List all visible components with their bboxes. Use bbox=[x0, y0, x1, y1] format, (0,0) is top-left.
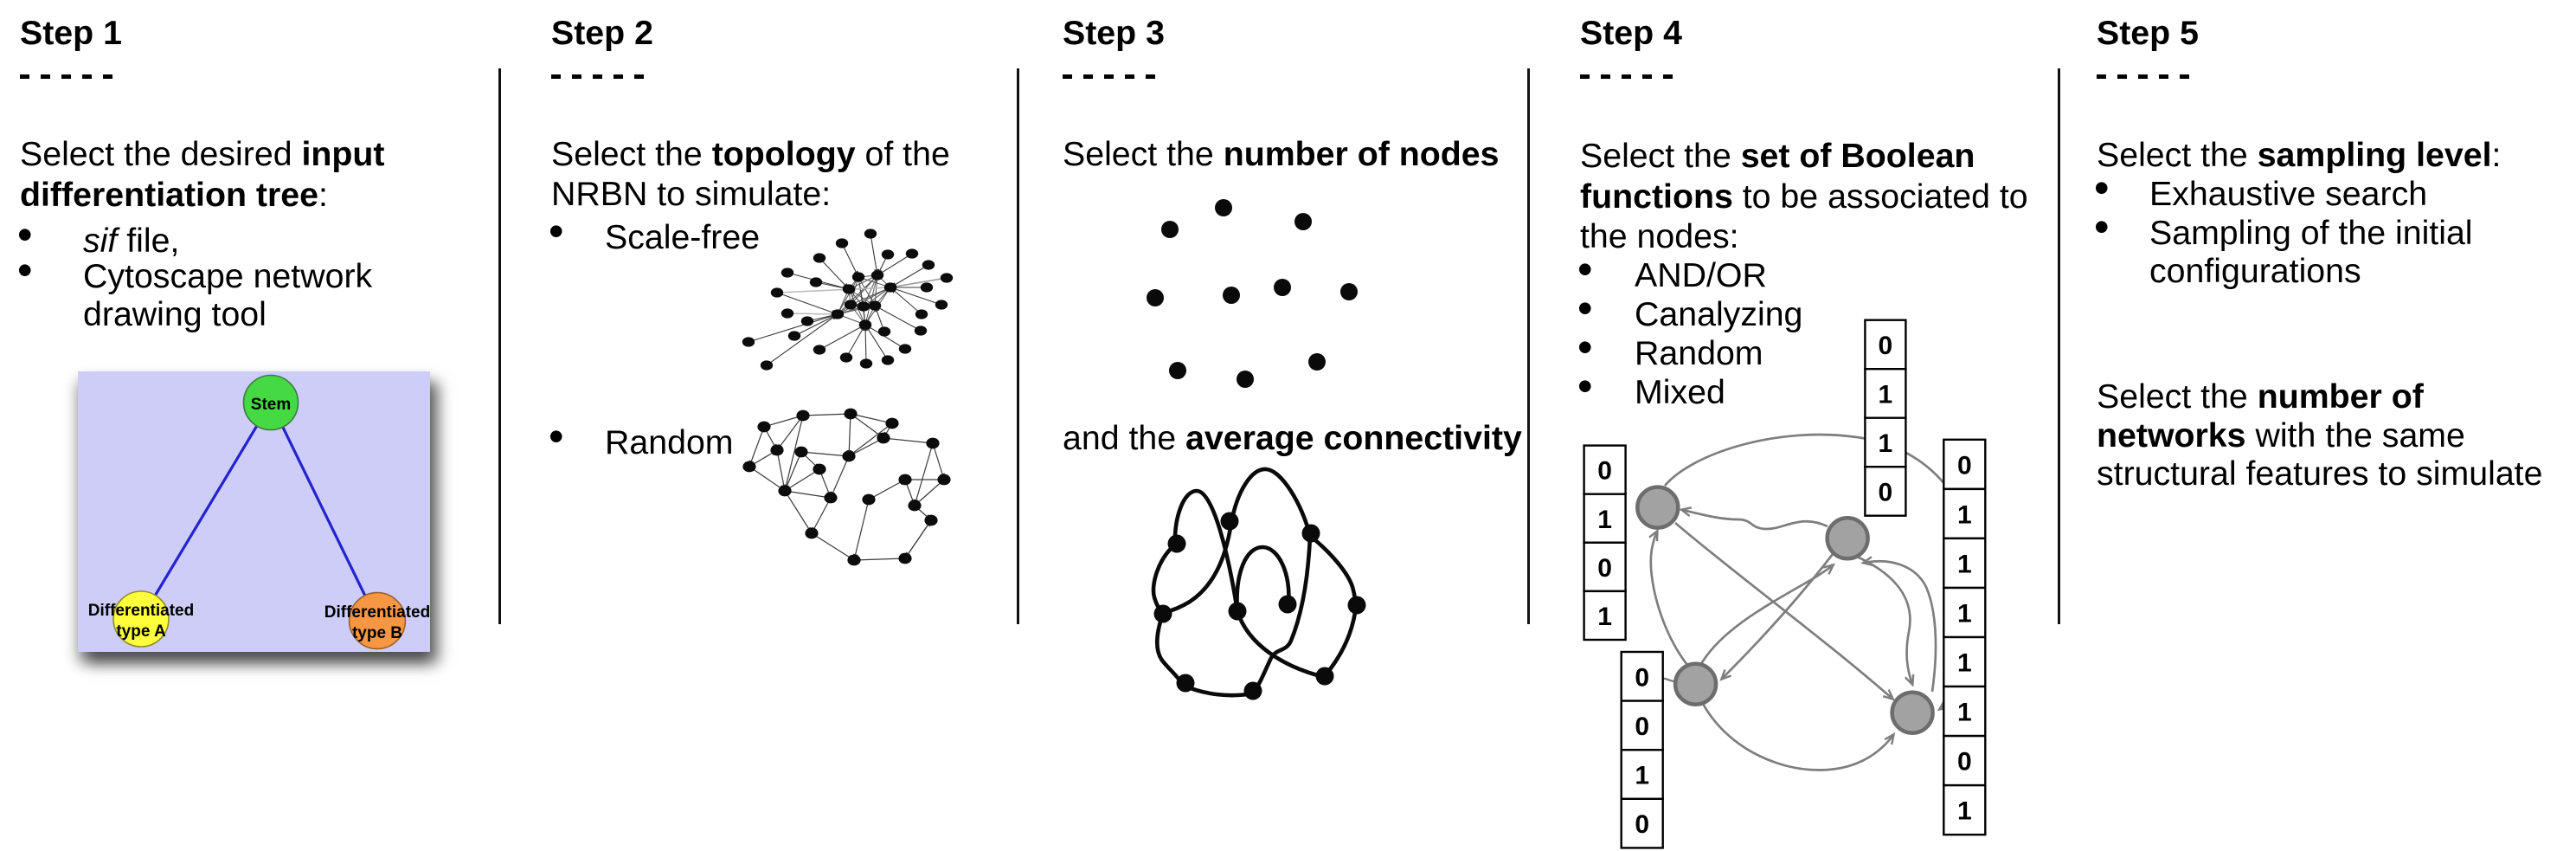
svg-text:type A: type A bbox=[116, 622, 166, 641]
svg-text:1: 1 bbox=[1957, 550, 1972, 578]
svg-text:0: 0 bbox=[1879, 479, 1893, 507]
svg-text:1: 1 bbox=[1957, 600, 1972, 629]
svg-text:1: 1 bbox=[1597, 603, 1612, 631]
svg-text:Differentiated: Differentiated bbox=[88, 602, 194, 620]
svg-text:1: 1 bbox=[1957, 699, 1972, 727]
svg-text:1: 1 bbox=[1957, 500, 1972, 529]
svg-text:0: 0 bbox=[1597, 457, 1612, 486]
svg-text:type B: type B bbox=[352, 624, 402, 642]
svg-text:0: 0 bbox=[1635, 663, 1649, 692]
svg-text:1: 1 bbox=[1879, 429, 1893, 458]
svg-text:Differentiated: Differentiated bbox=[324, 603, 430, 622]
svg-text:Stem: Stem bbox=[251, 396, 291, 414]
svg-text:1: 1 bbox=[1879, 380, 1893, 409]
svg-text:0: 0 bbox=[1635, 810, 1649, 839]
svg-text:0: 0 bbox=[1879, 332, 1893, 360]
svg-text:1: 1 bbox=[1597, 506, 1612, 534]
svg-text:1: 1 bbox=[1957, 797, 1972, 826]
svg-text:1: 1 bbox=[1635, 762, 1649, 790]
svg-text:0: 0 bbox=[1635, 712, 1649, 741]
svg-text:1: 1 bbox=[1957, 649, 1972, 678]
svg-text:0: 0 bbox=[1957, 451, 1972, 480]
svg-text:0: 0 bbox=[1597, 554, 1612, 583]
svg-text:0: 0 bbox=[1957, 748, 1972, 777]
